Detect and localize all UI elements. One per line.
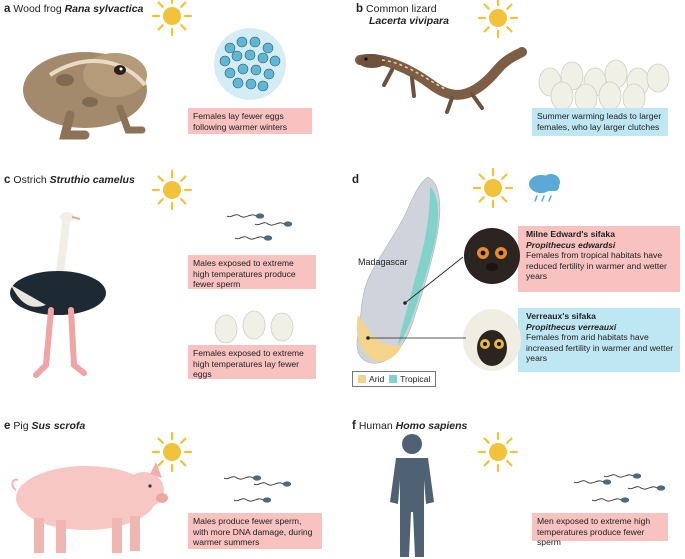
tropical-swatch <box>389 375 398 383</box>
rain-cloud-icon <box>529 174 560 202</box>
verreaux-sifaka-face <box>463 309 521 371</box>
sun-icon <box>472 167 514 209</box>
frog-eggs-illustration <box>214 28 286 100</box>
sifaka2-species: Propithecus verreauxi <box>526 321 617 332</box>
sun-icon <box>151 431 193 473</box>
sperm-icon <box>573 472 666 504</box>
pig-note: Males produce fewer sperm, with more DNA… <box>188 513 322 549</box>
pig-illustration <box>11 462 168 553</box>
sifaka2-common-name: Verreaux's sifaka <box>526 311 596 321</box>
tropical-pointer-line <box>403 256 464 305</box>
madagascar-map <box>356 176 441 364</box>
human-silhouette <box>390 434 434 557</box>
sifaka1-common-name: Milne Edward's sifaka <box>526 229 615 239</box>
lizard-eggs-illustration <box>538 59 670 113</box>
milne-edwards-sifaka-face <box>464 228 520 284</box>
madagascar-label: Madagascar <box>358 257 408 267</box>
sun-icon <box>477 431 519 473</box>
arid-pointer-line <box>366 336 466 340</box>
sun-icon <box>151 0 193 37</box>
sperm-icon <box>223 474 292 504</box>
ostrich-eggs-illustration <box>214 310 294 344</box>
wood-frog-illustration <box>23 52 147 140</box>
panel-d-label: d <box>352 174 360 186</box>
sperm-icon <box>226 212 293 242</box>
sifaka1-species: Propithecus edwardsi <box>526 239 616 250</box>
map-legend: Arid Tropical <box>352 371 437 387</box>
wood-frog-note: Females lay fewer eggs following warmer … <box>188 108 312 134</box>
sun-icon <box>477 0 519 39</box>
common-lizard-illustration <box>355 47 527 114</box>
ostrich-illustration <box>10 212 106 378</box>
human-note: Men exposed to extreme high temperatures… <box>532 513 668 547</box>
ostrich-sperm-note: Males exposed to extreme high temperatur… <box>188 255 316 289</box>
arid-swatch <box>358 375 366 383</box>
verreaux-sifaka-note: Verreaux's sifaka Propithecus verreauxi … <box>518 308 680 372</box>
sun-icon <box>151 169 193 211</box>
ostrich-eggs-note: Females exposed to extreme high temperat… <box>188 345 316 379</box>
common-lizard-note: Summer warming leads to larger females, … <box>532 108 668 136</box>
sifaka2-note: Females from arid habitats have increase… <box>526 332 674 363</box>
milne-edwards-sifaka-note: Milne Edward's sifaka Propithecus edward… <box>518 226 680 292</box>
sifaka1-note: Females from tropical habitats have redu… <box>526 250 667 281</box>
